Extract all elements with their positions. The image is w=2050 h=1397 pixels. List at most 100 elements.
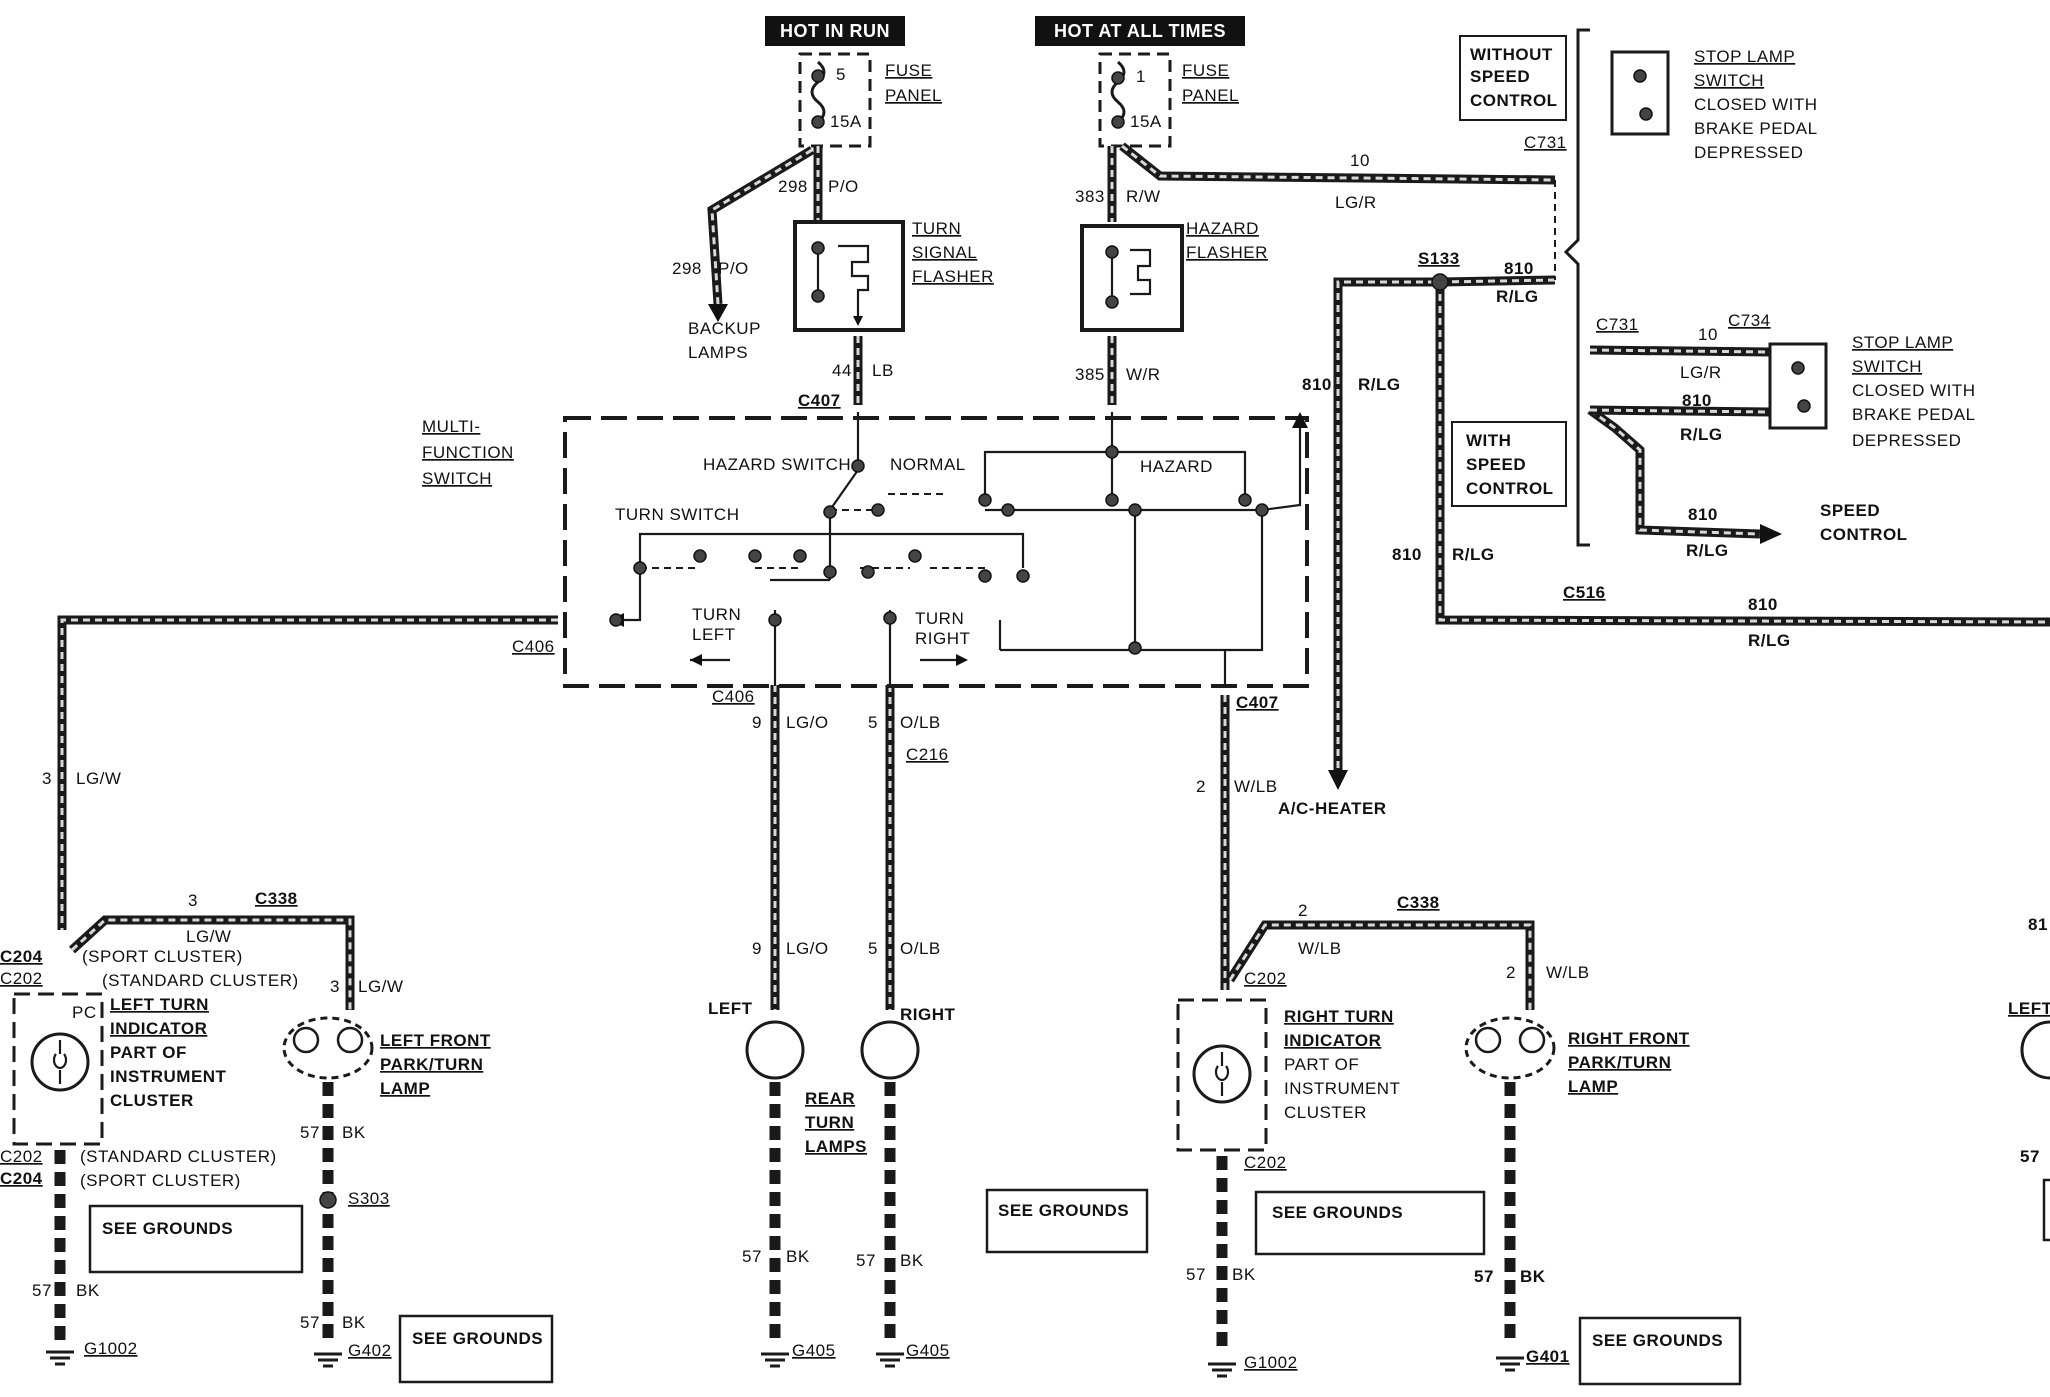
svg-text:SEE GROUNDS: SEE GROUNDS (102, 1219, 233, 1238)
svg-text:LG/W: LG/W (76, 769, 121, 788)
svg-text:C216: C216 (906, 745, 949, 764)
svg-text:FUSE: FUSE (885, 61, 932, 80)
svg-text:LAMPS: LAMPS (688, 343, 748, 362)
svg-text:810: 810 (1682, 391, 1712, 410)
left-turn-indicator: PC LEFT TURN INDICATOR PART OF INSTRUMEN… (12, 992, 227, 1146)
svg-text:LEFT: LEFT (692, 625, 736, 644)
svg-text:C516: C516 (1563, 583, 1606, 602)
svg-text:SEE GROUNDS: SEE GROUNDS (1272, 1203, 1403, 1222)
svg-text:R/LG: R/LG (1686, 541, 1729, 560)
svg-text:BRAKE PEDAL: BRAKE PEDAL (1694, 119, 1818, 138)
svg-text:RIGHT FRONT: RIGHT FRONT (1568, 1029, 1690, 1048)
svg-text:BK: BK (342, 1123, 366, 1142)
svg-text:S133: S133 (1418, 249, 1460, 268)
svg-text:INDICATOR: INDICATOR (110, 1019, 207, 1038)
svg-text:SEE GROUNDS: SEE GROUNDS (998, 1201, 1129, 1220)
svg-text:3: 3 (330, 977, 340, 996)
svg-text:298: 298 (672, 259, 702, 278)
svg-text:C338: C338 (255, 889, 298, 908)
svg-text:C202: C202 (0, 1147, 43, 1166)
svg-text:NORMAL: NORMAL (890, 455, 966, 474)
svg-text:W/R: W/R (1126, 365, 1161, 384)
svg-text:57: 57 (2020, 1147, 2040, 1166)
svg-text:810: 810 (1688, 505, 1718, 524)
svg-text:5: 5 (868, 713, 878, 732)
svg-text:PART OF: PART OF (1284, 1055, 1359, 1074)
svg-text:DEPRESSED: DEPRESSED (1852, 431, 1961, 450)
svg-text:FLASHER: FLASHER (1186, 243, 1268, 262)
svg-text:P/O: P/O (718, 259, 749, 278)
svg-text:1: 1 (1136, 67, 1146, 86)
svg-text:LAMP: LAMP (1568, 1077, 1618, 1096)
svg-text:DEPRESSED: DEPRESSED (1694, 143, 1803, 162)
svg-text:SPEED: SPEED (1470, 67, 1530, 86)
svg-text:810: 810 (1302, 375, 1332, 394)
svg-text:R/W: R/W (1126, 187, 1161, 206)
svg-text:TURN: TURN (805, 1113, 854, 1132)
svg-text:C731: C731 (1596, 315, 1639, 334)
svg-text:SWITCH: SWITCH (1852, 357, 1922, 376)
svg-text:WITH: WITH (1466, 431, 1511, 450)
arrow-heads (708, 304, 1782, 790)
svg-text:TURN: TURN (915, 609, 964, 628)
svg-text:810: 810 (1748, 595, 1778, 614)
svg-text:PANEL: PANEL (1182, 86, 1239, 105)
svg-text:RIGHT: RIGHT (915, 629, 970, 648)
svg-text:SEE GROUNDS: SEE GROUNDS (412, 1329, 543, 1348)
svg-text:A/C-HEATER: A/C-HEATER (1278, 799, 1387, 818)
rear-turn-lamps: LEFT RIGHT REAR TURN LAMPS (708, 999, 955, 1156)
hot-in-run-header: HOT IN RUN (765, 16, 905, 46)
svg-text:RIGHT TURN: RIGHT TURN (1284, 1007, 1394, 1026)
svg-text:LG/O: LG/O (786, 713, 829, 732)
svg-text:LAMPS: LAMPS (805, 1137, 867, 1156)
svg-text:2: 2 (1506, 963, 1516, 982)
svg-text:O/LB: O/LB (900, 939, 941, 958)
svg-text:CLOSED WITH: CLOSED WITH (1694, 95, 1818, 114)
right-edge-fragments: 81 LEFT 57 (2008, 915, 2050, 1242)
svg-text:C204: C204 (0, 947, 43, 966)
svg-text:MULTI-: MULTI- (422, 417, 480, 436)
svg-text:2: 2 (1298, 901, 1308, 920)
svg-text:BRAKE PEDAL: BRAKE PEDAL (1852, 405, 1976, 424)
svg-text:C731: C731 (1524, 133, 1567, 152)
right-front-park-turn-lamp: RIGHT FRONT PARK/TURN LAMP (1464, 1016, 1690, 1096)
svg-text:STOP LAMP: STOP LAMP (1694, 47, 1795, 66)
svg-text:44: 44 (832, 361, 852, 380)
turn-signal-flasher: TURN SIGNAL FLASHER (793, 219, 993, 332)
svg-text:BK: BK (342, 1313, 366, 1332)
svg-text:O/LB: O/LB (900, 713, 941, 732)
svg-text:SWITCH: SWITCH (1694, 71, 1764, 90)
svg-text:TURN: TURN (912, 219, 961, 238)
svg-text:810: 810 (1392, 545, 1422, 564)
svg-text:G1002: G1002 (1244, 1353, 1298, 1372)
svg-text:5: 5 (868, 939, 878, 958)
svg-text:P/O: P/O (828, 177, 859, 196)
svg-text:INSTRUMENT: INSTRUMENT (110, 1067, 227, 1086)
svg-text:CLUSTER: CLUSTER (110, 1091, 194, 1110)
svg-text:LB: LB (872, 361, 894, 380)
svg-text:REAR: REAR (805, 1089, 855, 1108)
ground-symbols (46, 1350, 1524, 1378)
svg-text:383: 383 (1075, 187, 1105, 206)
svg-text:BK: BK (1520, 1267, 1546, 1286)
svg-text:G405: G405 (792, 1341, 836, 1360)
svg-text:CLUSTER: CLUSTER (1284, 1103, 1367, 1122)
svg-text:3: 3 (188, 891, 198, 910)
svg-text:BK: BK (1232, 1265, 1256, 1284)
svg-text:PART OF: PART OF (110, 1043, 187, 1062)
svg-text:C202: C202 (1244, 969, 1287, 988)
svg-text:PARK/TURN: PARK/TURN (380, 1055, 483, 1074)
svg-text:HOT AT ALL TIMES: HOT AT ALL TIMES (1054, 21, 1226, 41)
svg-text:385: 385 (1075, 365, 1105, 384)
svg-text:FUSE: FUSE (1182, 61, 1229, 80)
svg-text:HAZARD SWITCH: HAZARD SWITCH (703, 455, 851, 474)
svg-text:SPEED: SPEED (1820, 501, 1880, 520)
speed-control-area: WITHOUT SPEED CONTROL STOP LAMP SWITCH C… (1431, 28, 1976, 547)
svg-text:FUNCTION: FUNCTION (422, 443, 514, 462)
svg-text:PANEL: PANEL (885, 86, 942, 105)
svg-text:57: 57 (856, 1251, 876, 1270)
svg-text:R/LG: R/LG (1680, 425, 1723, 444)
svg-text:57: 57 (300, 1313, 320, 1332)
svg-text:R/LG: R/LG (1496, 287, 1539, 306)
